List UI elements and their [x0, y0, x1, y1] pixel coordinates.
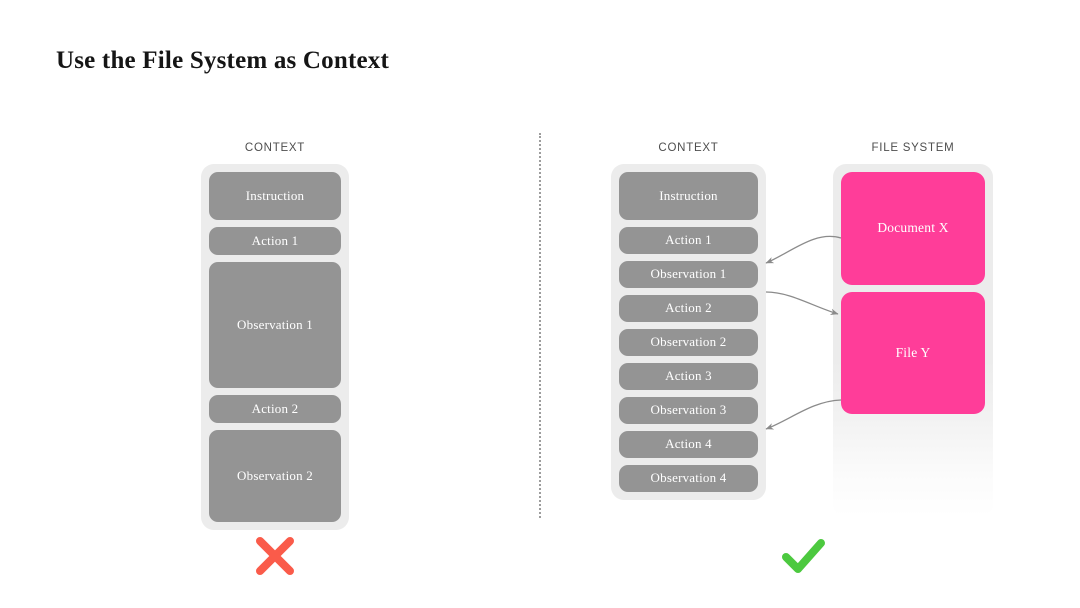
- right-context-block: Action 4: [619, 431, 758, 458]
- left-context-block-label: Observation 1: [237, 316, 313, 332]
- file-system-block: File Y: [841, 292, 985, 414]
- file-system-block: Document X: [841, 172, 985, 285]
- right-context-block-label: Instruction: [659, 187, 718, 203]
- right-context-block-label: Action 3: [665, 368, 712, 384]
- right-context-block: Observation 2: [619, 329, 758, 356]
- right-context-block-label: Action 4: [665, 436, 712, 452]
- connector-document-x-to-observation-1: [765, 235, 842, 264]
- right-context-block: Instruction: [619, 172, 758, 220]
- left-context-block: Action 2: [209, 395, 341, 423]
- right-context-block-label: Observation 1: [650, 266, 727, 282]
- left-context-block-label: Action 2: [251, 400, 299, 416]
- right-context-block-label: Action 2: [665, 300, 712, 316]
- left-context-block: Observation 2: [209, 430, 341, 522]
- panel-divider: [539, 133, 541, 518]
- right-context-block: Action 2: [619, 295, 758, 322]
- right-context-block: Observation 3: [619, 397, 758, 424]
- right-context-block-label: Action 1: [665, 232, 712, 248]
- file-system-label: FILE SYSTEM: [871, 142, 955, 154]
- left-context-block-label: Instruction: [245, 187, 305, 203]
- right-context-block: Action 1: [619, 227, 758, 254]
- left-context-label: CONTEXT: [244, 142, 306, 154]
- check-icon: [773, 526, 833, 586]
- right-context-block-label: Observation 3: [650, 402, 727, 418]
- right-context-block: Observation 1: [619, 261, 758, 288]
- right-context-block: Observation 4: [619, 465, 758, 492]
- left-context-block-label: Observation 2: [237, 467, 313, 483]
- right-context-label: CONTEXT: [658, 142, 719, 154]
- connector-file-y-to-action-4: [765, 399, 842, 430]
- file-system-stack: Document X File Y: [833, 164, 993, 517]
- right-context-block-label: Observation 2: [650, 334, 727, 350]
- file-system-block-label: File Y: [895, 344, 931, 360]
- file-system-block-label: Document X: [877, 220, 949, 236]
- right-context-block-label: Observation 4: [650, 470, 727, 486]
- cross-icon: [245, 526, 305, 586]
- left-context-block-label: Action 1: [251, 232, 299, 248]
- right-context-block: Action 3: [619, 363, 758, 390]
- left-context-block: Observation 1: [209, 262, 341, 388]
- connector-action-2-to-file-y: [765, 291, 839, 315]
- left-context-block: Instruction: [209, 172, 341, 220]
- left-context-block: Action 1: [209, 227, 341, 255]
- page-title: Use the File System as Context: [56, 47, 390, 74]
